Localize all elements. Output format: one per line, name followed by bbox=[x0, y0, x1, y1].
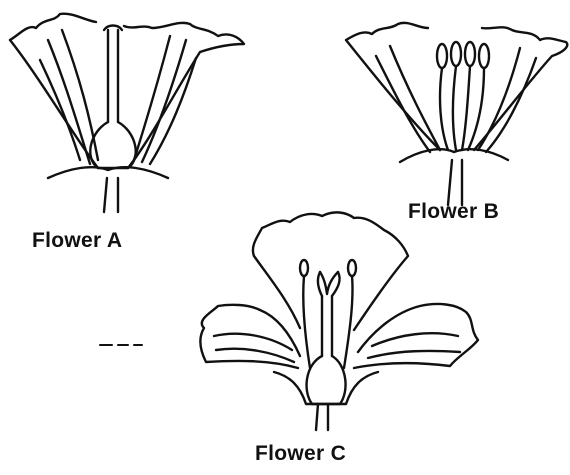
flower-a-label: Flower A bbox=[32, 229, 122, 253]
flower-b-drawing bbox=[346, 23, 567, 205]
flower-b-petal-left bbox=[346, 23, 440, 150]
flower-c-anther bbox=[300, 260, 308, 276]
flower-a-stalk bbox=[104, 178, 118, 212]
flower-b-receptacle bbox=[400, 149, 508, 162]
flower-c-label: Flower C bbox=[255, 442, 346, 466]
flower-a-drawing bbox=[10, 14, 244, 212]
flower-c-style bbox=[322, 296, 332, 356]
flower-c-stalk bbox=[316, 404, 328, 430]
flower-b-anther bbox=[437, 44, 447, 68]
flower-b-stalk bbox=[448, 160, 462, 205]
flower-a-style bbox=[108, 30, 118, 122]
flower-c-petal-top bbox=[253, 212, 408, 330]
flower-c-ovary bbox=[307, 356, 346, 404]
flower-b-label: Flower B bbox=[408, 200, 499, 224]
flower-a-ovary bbox=[90, 122, 135, 168]
flower-c-drawing bbox=[100, 212, 478, 430]
flower-c-petal-right bbox=[354, 304, 478, 368]
flower-c-receptacle bbox=[274, 372, 378, 404]
